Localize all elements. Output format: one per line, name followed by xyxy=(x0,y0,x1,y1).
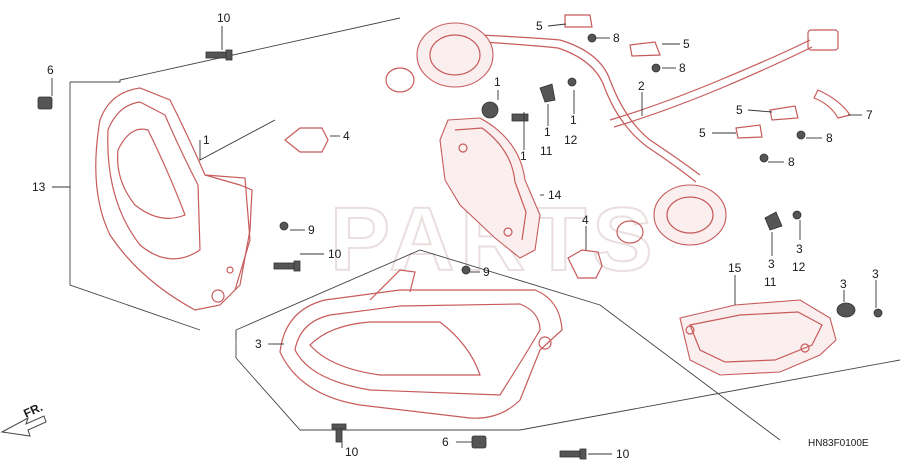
callout-label: 11 xyxy=(540,144,553,158)
leader-lines xyxy=(51,23,877,455)
callout-label: 9 xyxy=(483,265,490,279)
callout-label: 8 xyxy=(788,155,795,169)
callout-label: 3 xyxy=(840,277,847,291)
wire-harness xyxy=(385,22,839,246)
callout-label: 13 xyxy=(32,180,46,194)
callout-label: 10 xyxy=(328,247,342,261)
callout-label: 3 xyxy=(768,257,775,271)
lower-bracket xyxy=(679,299,837,376)
callout-label: 1 xyxy=(203,133,210,147)
callout-label: 4 xyxy=(343,129,350,143)
callout-label: 1 xyxy=(544,125,551,139)
callout-label: 10 xyxy=(616,447,630,461)
assembly-frame xyxy=(69,17,900,441)
callout-label: 6 xyxy=(47,63,54,77)
callout-label: 2 xyxy=(638,79,645,93)
callout-label: 11 xyxy=(764,275,777,289)
callout-label: 8 xyxy=(679,61,686,75)
callout-label: 9 xyxy=(308,223,315,237)
headlight-bracket xyxy=(439,117,541,259)
callout-label: 8 xyxy=(613,31,620,45)
callout-label: 1 xyxy=(494,75,501,89)
callout-label: 5 xyxy=(683,37,690,51)
callout-label: 6 xyxy=(442,435,449,449)
callout-label: 3 xyxy=(255,337,262,351)
callout-label: 14 xyxy=(548,188,562,202)
callout-label: 12 xyxy=(564,133,578,147)
callout-label: 1 xyxy=(520,149,527,163)
callout-label: 4 xyxy=(582,213,589,227)
callout-label: 5 xyxy=(699,126,706,140)
callout-label: 1 xyxy=(570,113,577,127)
callout-labels: 10 6 13 1 4 9 10 9 3 10 6 10 5 8 5 8 1 1… xyxy=(32,11,879,461)
callout-label: 10 xyxy=(217,11,231,25)
small-parts xyxy=(37,14,883,460)
callout-label: 7 xyxy=(866,108,873,122)
front-arrow-icon: FR. xyxy=(0,400,47,437)
diagram-code: HN83F0100E xyxy=(808,438,869,449)
callout-label: 12 xyxy=(792,260,806,274)
callout-label: 5 xyxy=(536,19,543,33)
callout-label: 10 xyxy=(345,445,359,459)
bulb-lower xyxy=(567,249,603,279)
callout-label: 5 xyxy=(736,103,743,117)
callout-label: 15 xyxy=(728,261,742,275)
callout-label: 3 xyxy=(872,267,879,281)
callout-label: 3 xyxy=(796,242,803,256)
left-headlight-assembly xyxy=(95,87,253,311)
right-headlight-assembly xyxy=(279,269,563,419)
callout-label: 8 xyxy=(826,131,833,145)
bulb-upper xyxy=(284,127,329,153)
